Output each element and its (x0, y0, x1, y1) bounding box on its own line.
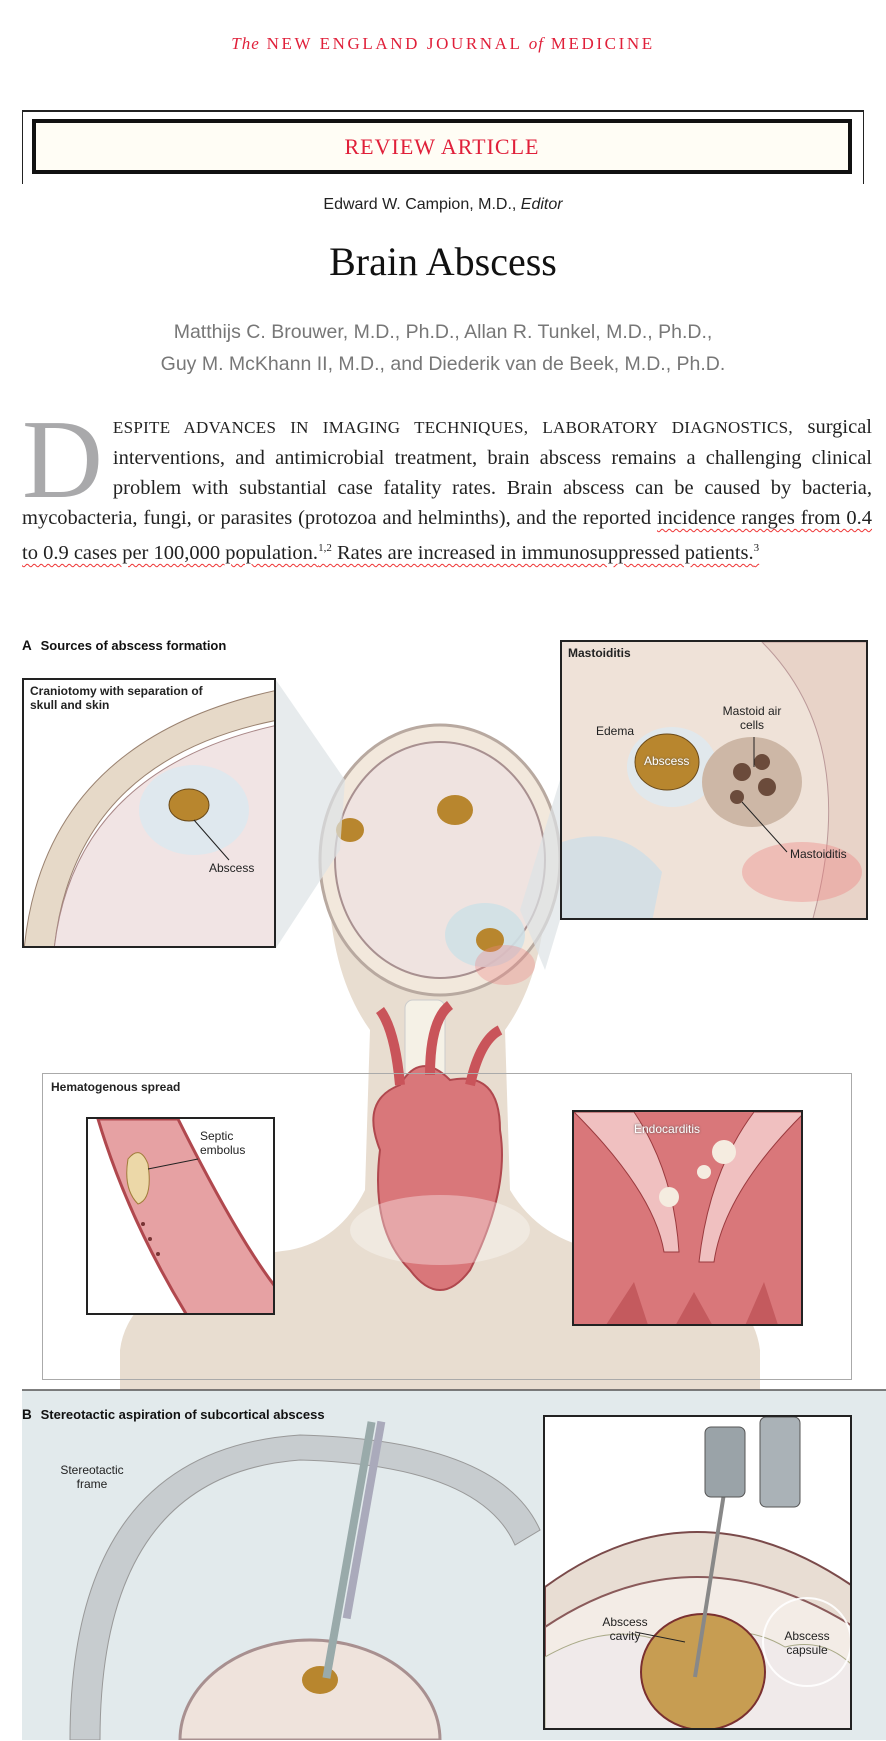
abscess-label: Abscess (209, 861, 255, 875)
mastoid-abscess-label: Abscess (644, 754, 690, 768)
stereotactic-frame-arc (69, 1434, 541, 1740)
intro-text-2: incidence ranges from 0.4 to 0.9 cases p… (22, 507, 873, 564)
mastoiditis-label: Mastoiditis (790, 847, 847, 861)
masthead-medicine: MEDICINE (550, 34, 655, 53)
craniotomy-title: Craniotomy with separation of skull and … (30, 684, 203, 712)
aspiration-inset: Abscess cavity Abscess capsule (543, 1415, 852, 1730)
septic-embolus-label: Septic embolus (200, 1129, 246, 1157)
authors-line-2: Guy M. McKhann II, M.D., and Diederik va… (160, 353, 726, 375)
masthead-of: of (528, 34, 544, 53)
panel-a-heading: Sources of abscess formation (40, 638, 227, 653)
edema-label: Edema (596, 724, 635, 738)
aspiration-needle (322, 1421, 376, 1679)
mastoiditis-title: Mastoiditis (568, 646, 631, 660)
reference-1-2[interactable]: 1,2 (318, 542, 332, 554)
panel-b-letter: B (22, 1407, 32, 1422)
masthead-name: NEW ENGLAND JOURNAL (266, 34, 522, 53)
intro-text-3: Rates are increased in immunosuppressed … (331, 541, 754, 564)
panel-a-title: A Sources of abscess formation (22, 637, 226, 655)
stereotactic-frame-label: Stereotactic frame (60, 1463, 124, 1491)
hematogenous-title: Hematogenous spread (51, 1080, 181, 1094)
mastoid-air-cells-label: Mastoid air cells (722, 704, 782, 732)
editor-line: Edward W. Campion, M.D., Editor (0, 196, 886, 214)
abscess-capsule-label: Abscess capsule (784, 1629, 830, 1657)
mastoiditis-inset: Mastoiditis Edema Mastoid air cells Absc… (560, 640, 868, 920)
masthead-the: The (231, 34, 260, 53)
craniotomy-inset: Craniotomy with separation of skull and … (22, 678, 276, 948)
septic-embolus-inset: Septic embolus (86, 1117, 275, 1315)
endocarditis-inset: Endocarditis (572, 1110, 803, 1326)
lead-caps: ESPITE ADVANCES IN IMAGING TECHNIQUES, L… (112, 418, 793, 437)
abscess-cavity-label: Abscess cavity (602, 1615, 648, 1643)
journal-masthead: The NEW ENGLAND JOURNAL of MEDICINE (0, 34, 886, 54)
hematogenous-spread-frame: Hematogenous spread (42, 1073, 852, 1380)
editor-name: Edward W. Campion, M.D., (323, 196, 517, 213)
spellcheck-span: incidence ranges from 0.4 to 0.9 cases p… (22, 507, 872, 564)
authors: Matthijs C. Brouwer, M.D., Ph.D., Allan … (0, 316, 886, 380)
reference-3[interactable]: 3 (753, 542, 760, 554)
panel-a-letter: A (22, 638, 32, 653)
inset-needle (693, 1486, 727, 1678)
section-label: REVIEW ARTICLE (344, 133, 540, 159)
section-banner: REVIEW ARTICLE (32, 119, 852, 174)
drop-cap: D (22, 398, 103, 522)
abscess-mark (336, 818, 364, 842)
editor-role: Editor (520, 196, 563, 213)
intro-paragraph: D ESPITE ADVANCES IN IMAGING TECHNIQUES, … (22, 398, 872, 568)
section-frame (22, 110, 864, 184)
panel-b-heading: Stereotactic aspiration of subcortical a… (40, 1407, 325, 1422)
panel-b-title: B Stereotactic aspiration of subcortical… (22, 1406, 325, 1424)
article-title: Brain Abscess (329, 239, 557, 284)
intro-text-1: surgical interventions, and antimicrobia… (22, 416, 872, 529)
figure: A Sources of abscess formation Craniotom… (0, 630, 886, 1740)
endocarditis-label: Endocarditis (634, 1122, 701, 1136)
authors-line-1: Matthijs C. Brouwer, M.D., Ph.D., Allan … (173, 321, 713, 343)
